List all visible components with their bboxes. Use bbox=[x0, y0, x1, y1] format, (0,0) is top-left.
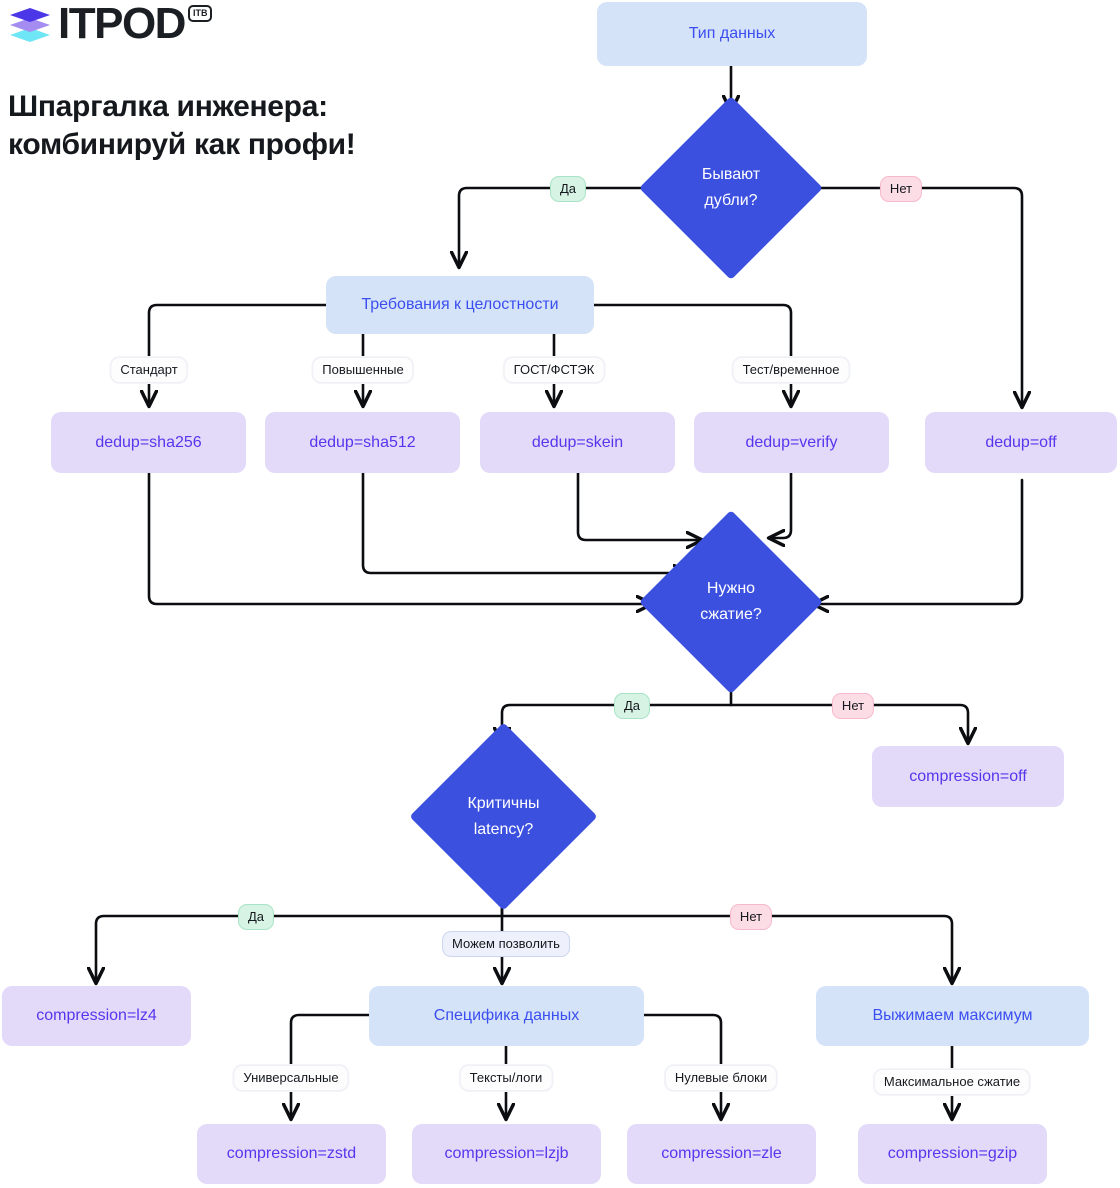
page-title: Шпаргалка инженера: комбинируй как профи… bbox=[8, 90, 356, 161]
node-label: Нужно сжатие? bbox=[700, 580, 762, 623]
node-label: compression=zle bbox=[661, 1145, 782, 1162]
node-data-type[interactable]: Тип данных bbox=[597, 2, 867, 66]
node-label: compression=lz4 bbox=[36, 1007, 157, 1024]
brand-badge: ITB bbox=[187, 5, 213, 22]
node-label: dedup=off bbox=[985, 433, 1057, 451]
node-specifics[interactable]: Специфика данных bbox=[369, 986, 644, 1046]
node-dupes[interactable]: Бывают дубли? bbox=[639, 96, 823, 280]
node-label: dedup=verify bbox=[745, 433, 838, 451]
edge-label-max-compression: Максимальное сжатие bbox=[873, 1069, 1031, 1095]
node-dedup-sha512[interactable]: dedup=sha512 bbox=[265, 412, 460, 473]
node-label: Выжимаем максимум bbox=[872, 1007, 1033, 1024]
edge-label-elevated: Повышенные bbox=[312, 357, 414, 383]
node-label: compression=gzip bbox=[887, 1145, 1018, 1162]
node-label: Специфика данных bbox=[433, 1007, 580, 1024]
edge-label-test-temp: Тест/временное bbox=[732, 357, 850, 383]
node-compression-lz4[interactable]: compression=lz4 bbox=[2, 986, 191, 1046]
node-dedup-sha256[interactable]: dedup=sha256 bbox=[51, 412, 246, 473]
node-integrity[interactable]: Требования к целостности bbox=[326, 276, 594, 334]
node-latency[interactable]: Критичны latency? bbox=[409, 722, 598, 911]
node-label: compression=off bbox=[909, 767, 1027, 785]
node-label: compression=zstd bbox=[226, 1145, 357, 1162]
stacked-layers-icon bbox=[10, 8, 50, 42]
edge-label-standard: Стандарт bbox=[110, 357, 188, 383]
node-label: Тип данных bbox=[688, 25, 776, 42]
brand-header: ITPOD ITB bbox=[8, 0, 213, 48]
node-label: dedup=sha256 bbox=[95, 433, 202, 451]
node-compression-zle[interactable]: compression=zle bbox=[627, 1124, 816, 1184]
node-label: Требования к целостности bbox=[361, 296, 559, 313]
node-label: dedup=sha512 bbox=[309, 433, 416, 451]
edge-label-gost: ГОСТ/ФСТЭК bbox=[503, 357, 605, 383]
node-label: Бывают дубли? bbox=[701, 166, 761, 209]
edge-label-universal: Универсальные bbox=[233, 1065, 349, 1091]
node-compression-lzjb[interactable]: compression=lzjb bbox=[412, 1124, 601, 1184]
edge-label-no-latency: Нет bbox=[729, 904, 773, 930]
edge-label-texts-logs: Тексты/логи bbox=[459, 1065, 553, 1091]
brand-wordmark: ITPOD bbox=[58, 0, 186, 48]
node-compression-gzip[interactable]: compression=gzip bbox=[858, 1124, 1047, 1184]
node-compression-off[interactable]: compression=off bbox=[872, 746, 1064, 807]
node-dedup-verify[interactable]: dedup=verify bbox=[694, 412, 889, 473]
edge-label-yes-compress: Да bbox=[613, 693, 651, 719]
edge-label-no-compress: Нет bbox=[831, 693, 875, 719]
node-maximum[interactable]: Выжимаем максимум bbox=[816, 986, 1089, 1046]
node-label: compression=lzjb bbox=[444, 1145, 569, 1162]
edge-label-can-afford: Можем позволить bbox=[442, 931, 570, 957]
edge-label-no-dupes: Нет bbox=[879, 176, 923, 202]
edge-label-zero-blocks: Нулевые блоки bbox=[664, 1065, 778, 1091]
node-label: Критичны latency? bbox=[467, 794, 540, 838]
node-label: dedup=skein bbox=[531, 433, 624, 451]
node-dedup-off[interactable]: dedup=off bbox=[925, 412, 1117, 473]
edge-label-yes-latency: Да bbox=[237, 904, 275, 930]
node-compression-zstd[interactable]: compression=zstd bbox=[197, 1124, 386, 1184]
node-dedup-skein[interactable]: dedup=skein bbox=[480, 412, 675, 473]
node-need-compress[interactable]: Нужно сжатие? bbox=[639, 510, 823, 694]
edge-label-yes-dupes: Да bbox=[549, 176, 587, 202]
